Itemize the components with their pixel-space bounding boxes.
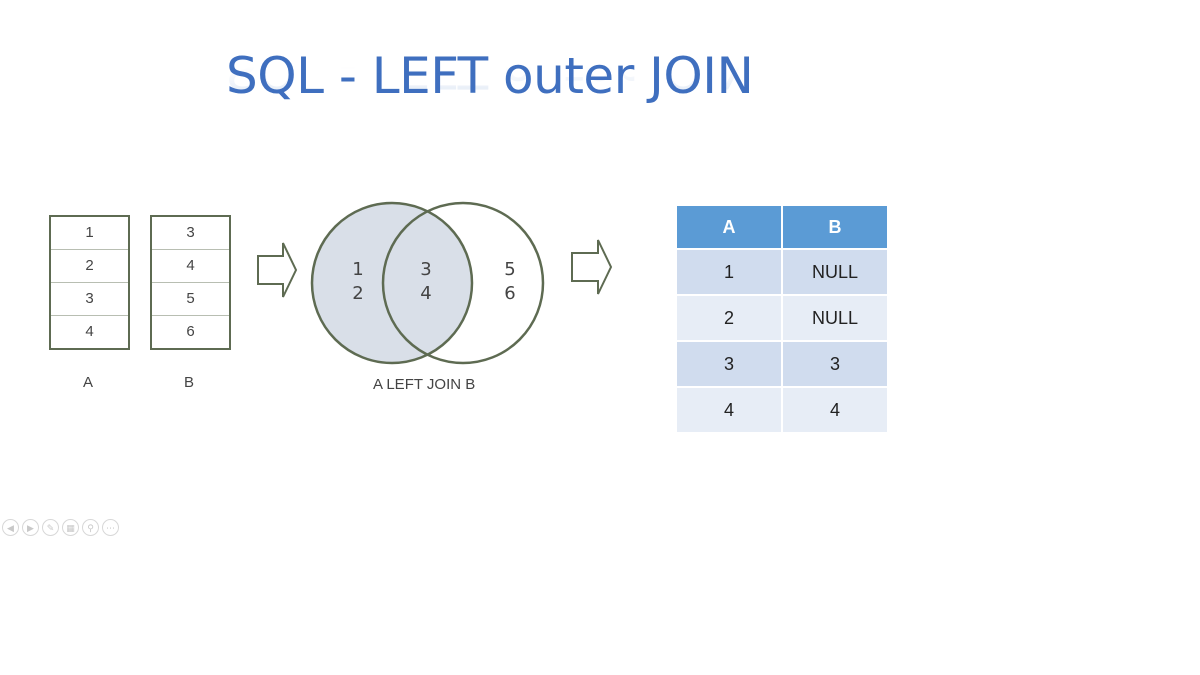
table-row: 2 NULL bbox=[675, 294, 889, 342]
table-a-cell: 3 bbox=[51, 283, 128, 316]
table-a-cell: 2 bbox=[51, 250, 128, 283]
result-cell: 3 bbox=[781, 340, 889, 388]
table-b: 3 4 5 6 bbox=[150, 215, 231, 350]
table-b-label: B bbox=[183, 374, 194, 391]
venn-left-value: 2 bbox=[352, 283, 364, 304]
arrow-right-icon bbox=[257, 242, 298, 298]
venn-overlap-value: 4 bbox=[420, 283, 432, 304]
result-cell: NULL bbox=[781, 294, 889, 342]
slides-icon[interactable]: ▦ bbox=[62, 519, 79, 536]
next-icon[interactable]: ▶ bbox=[22, 519, 39, 536]
venn-circle-b bbox=[381, 201, 545, 365]
table-a-cell: 1 bbox=[51, 217, 128, 250]
more-icon[interactable]: ⋯ bbox=[102, 519, 119, 536]
arrow-right-icon bbox=[571, 239, 613, 295]
table-b-cell: 4 bbox=[152, 250, 229, 283]
result-table: A B 1 NULL 2 NULL 3 3 4 4 bbox=[675, 204, 889, 434]
result-cell: NULL bbox=[781, 248, 889, 296]
presentation-toolbar: ◀ ▶ ✎ ▦ ⚲ ⋯ bbox=[2, 519, 119, 536]
table-row: 4 4 bbox=[675, 386, 889, 434]
venn-right-value: 5 bbox=[504, 259, 516, 280]
table-row: 1 NULL bbox=[675, 248, 889, 296]
table-b-cell: 3 bbox=[152, 217, 229, 250]
result-cell: 2 bbox=[675, 294, 783, 342]
result-cell: 1 bbox=[675, 248, 783, 296]
result-header-b: B bbox=[781, 204, 889, 250]
table-a: 1 2 3 4 bbox=[49, 215, 130, 350]
venn-caption: A LEFT JOIN B bbox=[373, 376, 476, 393]
venn-overlap-value: 3 bbox=[420, 259, 432, 280]
zoom-icon[interactable]: ⚲ bbox=[82, 519, 99, 536]
table-b-cell: 5 bbox=[152, 283, 229, 316]
table-row: 3 3 bbox=[675, 340, 889, 388]
result-cell: 3 bbox=[675, 340, 783, 388]
result-header-a: A bbox=[675, 204, 783, 250]
table-a-label: A bbox=[82, 374, 93, 391]
result-cell: 4 bbox=[781, 386, 889, 434]
result-cell: 4 bbox=[675, 386, 783, 434]
venn-right-value: 6 bbox=[504, 283, 516, 304]
table-a-cell: 4 bbox=[85, 323, 94, 340]
venn-left-value: 1 bbox=[352, 259, 364, 280]
table-b-cell: 6 bbox=[186, 323, 195, 340]
result-header-row: A B bbox=[675, 204, 889, 250]
pen-icon[interactable]: ✎ bbox=[42, 519, 59, 536]
previous-icon[interactable]: ◀ bbox=[2, 519, 19, 536]
slide-title: SQL - LEFT outer JOIN bbox=[226, 47, 754, 105]
venn-circle-a bbox=[310, 201, 474, 365]
